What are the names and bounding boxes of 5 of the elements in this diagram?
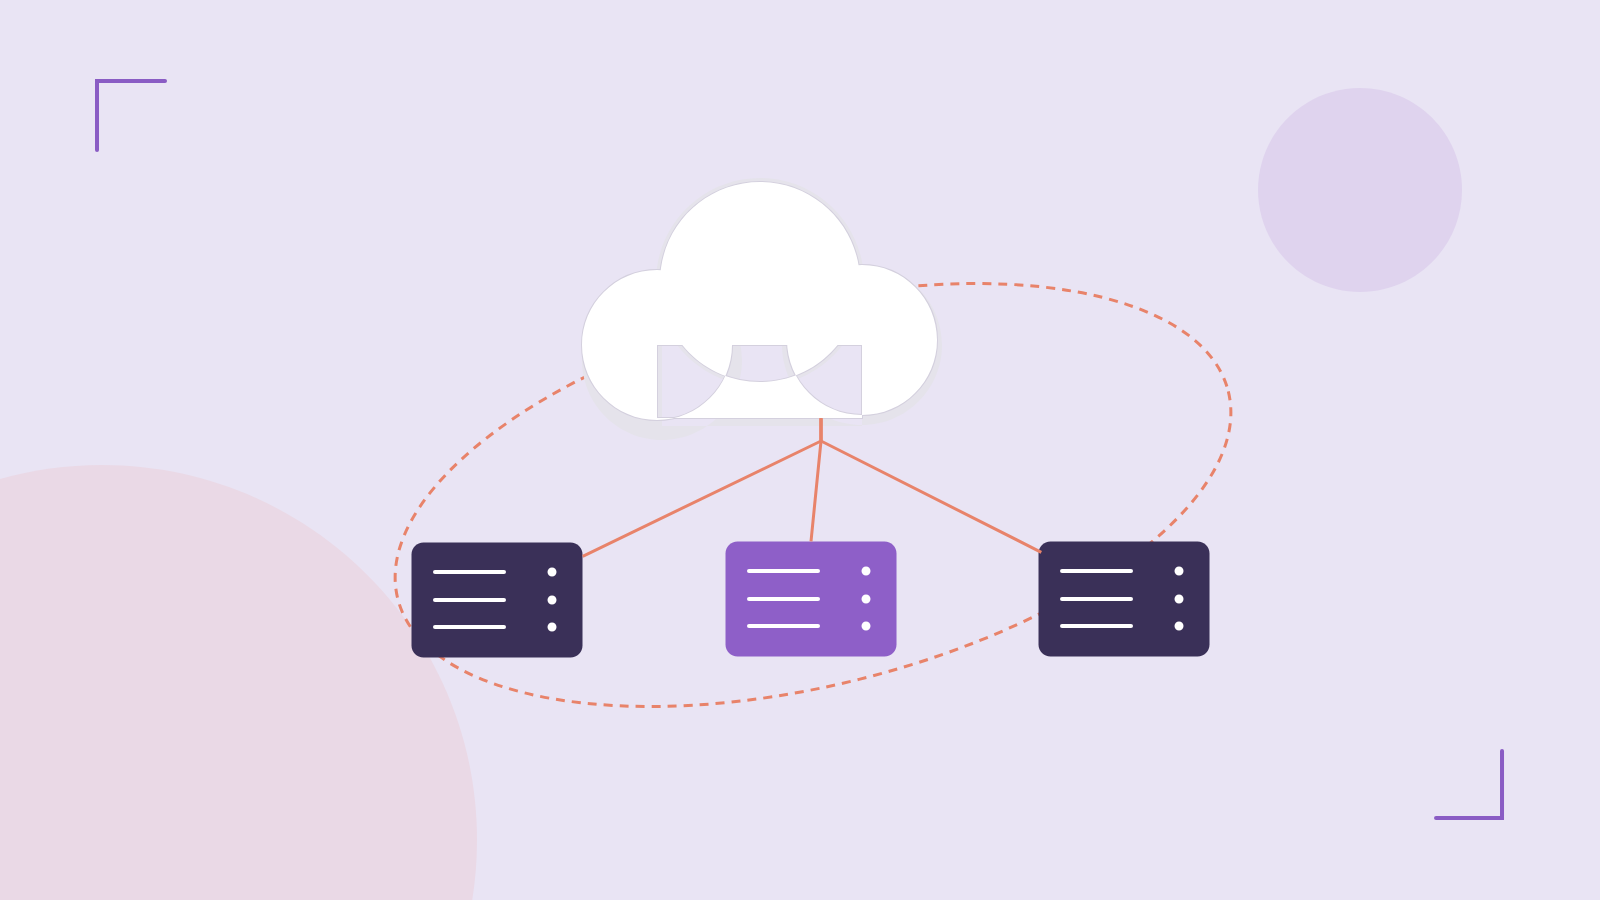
- server-icon: [1038, 541, 1210, 657]
- cloud-icon: [581, 178, 942, 440]
- connector-line: [819, 418, 1042, 554]
- server-icon: [725, 541, 897, 657]
- server-icon: [411, 542, 583, 658]
